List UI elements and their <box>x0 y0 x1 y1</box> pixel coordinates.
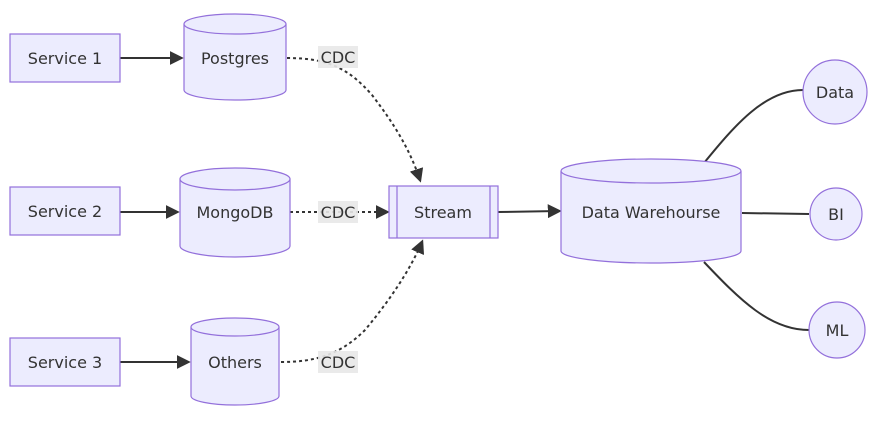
database-others-label: Others <box>208 353 262 372</box>
consumer-data[interactable]: Data <box>802 59 868 125</box>
consumer-ml[interactable]: ML <box>808 301 866 359</box>
cdc-label-3: CDC <box>318 351 358 373</box>
database-postgres-label: Postgres <box>201 49 269 68</box>
cdc-label-1: CDC <box>318 46 358 68</box>
edges <box>120 51 810 369</box>
edge-others-to-stream <box>280 239 425 363</box>
consumer-data-label: Data <box>816 83 854 102</box>
edge-warehouse-to-data <box>703 89 804 164</box>
service-node-3[interactable]: Service 3 <box>9 337 121 387</box>
database-mongodb[interactable]: MongoDB <box>179 167 291 258</box>
consumer-bi[interactable]: BI <box>809 187 863 241</box>
service-node-1[interactable]: Service 1 <box>9 33 121 83</box>
svg-text:CDC: CDC <box>321 48 356 67</box>
stream-node[interactable]: Stream <box>388 185 499 239</box>
edge-postgres-to-stream <box>286 57 424 183</box>
database-postgres[interactable]: Postgres <box>183 13 287 101</box>
data-warehouse-node[interactable]: Data Warehourse <box>560 158 742 264</box>
service-node-1-label: Service 1 <box>28 49 102 68</box>
data-warehouse-node-label: Data Warehourse <box>582 203 721 222</box>
edge-warehouse-to-ml <box>703 261 810 331</box>
database-mongodb-label: MongoDB <box>197 203 274 222</box>
service-node-2[interactable]: Service 2 <box>9 186 121 236</box>
service-node-3-label: Service 3 <box>28 353 102 372</box>
database-others[interactable]: Others <box>190 317 280 406</box>
service-node-2-label: Service 2 <box>28 202 102 221</box>
edge-stream-to-warehouse <box>497 204 562 219</box>
stream-node-label: Stream <box>414 203 472 222</box>
edge-warehouse-to-bi <box>741 212 810 215</box>
consumer-bi-label: BI <box>828 205 844 224</box>
svg-text:CDC: CDC <box>321 353 356 372</box>
consumer-ml-label: ML <box>826 321 849 340</box>
cdc-label-2: CDC <box>318 201 358 223</box>
svg-text:CDC: CDC <box>321 203 356 222</box>
